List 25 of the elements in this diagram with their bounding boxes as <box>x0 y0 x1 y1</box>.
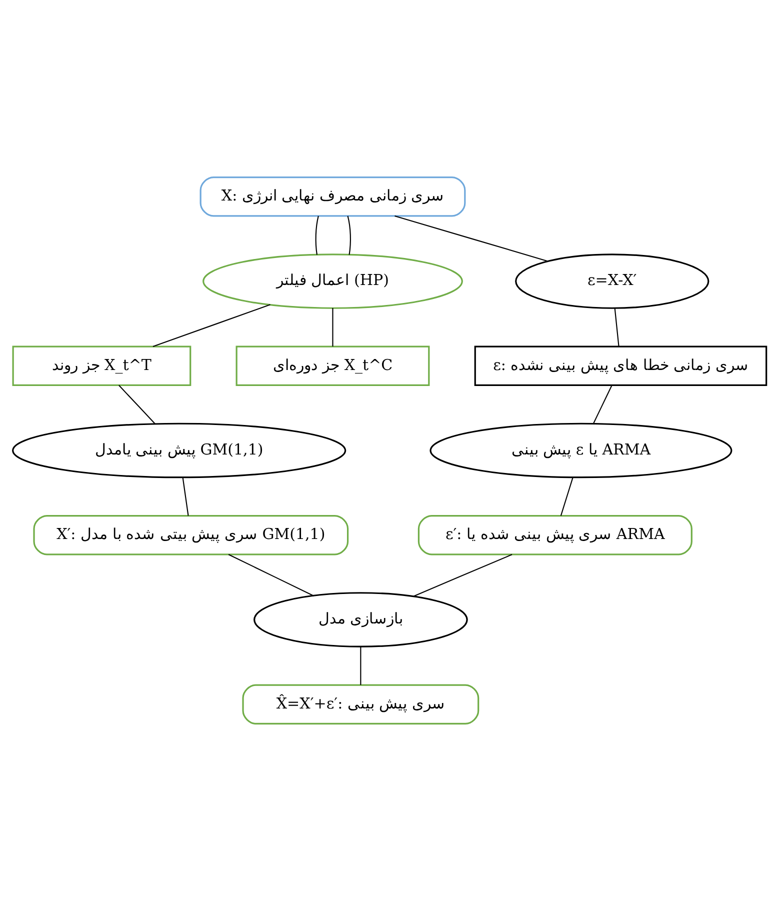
connector <box>118 384 156 424</box>
node-ellipse: پیش بینی یامدل GM(1,1) <box>12 422 346 478</box>
connector <box>182 476 189 516</box>
connector <box>560 476 574 516</box>
node-ellipse: اعمال فیلتر (HP) <box>202 253 463 308</box>
connector <box>412 554 512 596</box>
connector <box>614 307 620 346</box>
node-box: جز روند X_t^T <box>12 345 192 386</box>
connector <box>394 215 548 262</box>
connector <box>332 307 334 346</box>
node-box: ε′: سری پیش بینی شده یا ARMA <box>418 514 692 555</box>
node-box: X̂=X′+ε′: سری پیش بینی <box>242 684 480 724</box>
connector <box>228 554 314 596</box>
node-ellipse: بازسازی مدل <box>254 592 468 647</box>
connector <box>347 215 351 254</box>
node-ellipse: ε=X-X′ <box>515 253 710 308</box>
node-box: ε: سری زمانی خطا های پیش بینی نشده <box>474 345 768 386</box>
node-box: X′: سری پیش بیتی شده با مدل GM(1,1) <box>33 514 349 555</box>
node-box: X: سری زمانی مصرف نهایی انرژی <box>200 176 466 216</box>
node-box: جز دوره‌ای X_t^C <box>236 345 430 386</box>
connector <box>360 646 362 684</box>
node-ellipse: پیش بینی ε یا ARMA <box>430 422 732 478</box>
connector <box>315 215 319 254</box>
connector <box>592 384 612 424</box>
connector <box>152 304 270 346</box>
